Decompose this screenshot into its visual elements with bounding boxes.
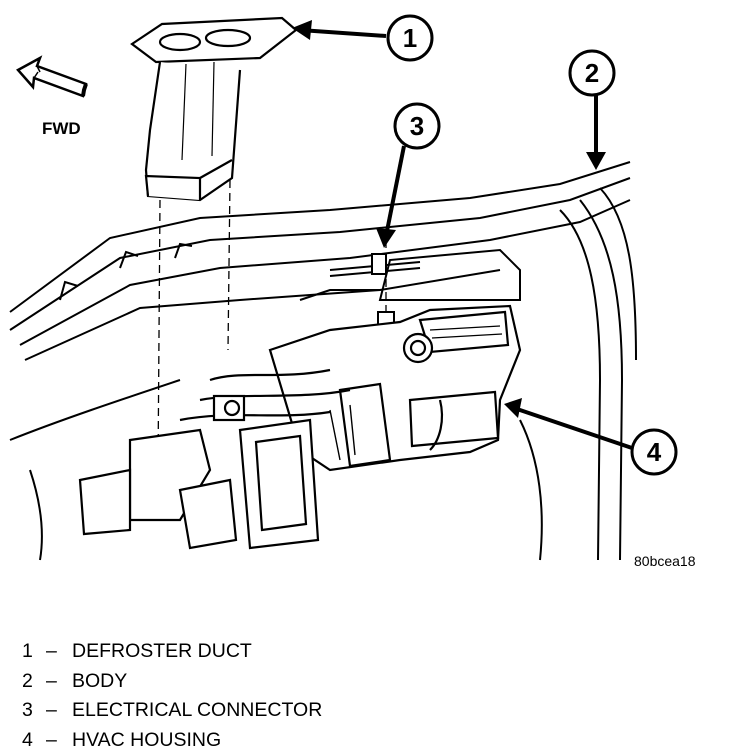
legend-number: 2	[22, 670, 46, 693]
callout-1: 1	[292, 16, 432, 60]
legend-item: 4 – HVAC HOUSING	[22, 726, 322, 755]
legend-separator: –	[46, 640, 72, 663]
legend-item: 3 – ELECTRICAL CONNECTOR	[22, 696, 322, 726]
legend-number: 1	[22, 640, 46, 663]
legend-number: 3	[22, 699, 46, 722]
legend-number: 4	[22, 729, 46, 752]
legend-separator: –	[46, 729, 72, 752]
legend-label: ELECTRICAL CONNECTOR	[72, 699, 322, 722]
hvac-diagram: FWD	[0, 0, 736, 600]
callout-4-label: 4	[647, 437, 662, 467]
legend-label: DEFROSTER DUCT	[72, 640, 252, 663]
callout-2: 2	[570, 51, 614, 170]
legend-separator: –	[46, 670, 72, 693]
callout-3: 3	[376, 104, 439, 248]
callout-4: 4	[504, 398, 676, 474]
callout-3-label: 3	[410, 111, 424, 141]
callout-2-label: 2	[585, 58, 599, 88]
legend: 1 – DEFROSTER DUCT 2 – BODY 3 – ELECTRIC…	[22, 637, 322, 755]
legend-item: 2 – BODY	[22, 667, 322, 697]
figure-code: 80bcea18	[634, 553, 696, 569]
callout-1-label: 1	[403, 23, 417, 53]
legend-separator: –	[46, 699, 72, 722]
legend-item: 1 – DEFROSTER DUCT	[22, 637, 322, 667]
hvac-housing	[80, 306, 520, 548]
legend-label: HVAC HOUSING	[72, 729, 221, 752]
fwd-label: FWD	[42, 119, 81, 138]
defroster-duct	[132, 18, 296, 200]
forward-arrow-icon	[18, 58, 86, 96]
legend-label: BODY	[72, 670, 127, 693]
